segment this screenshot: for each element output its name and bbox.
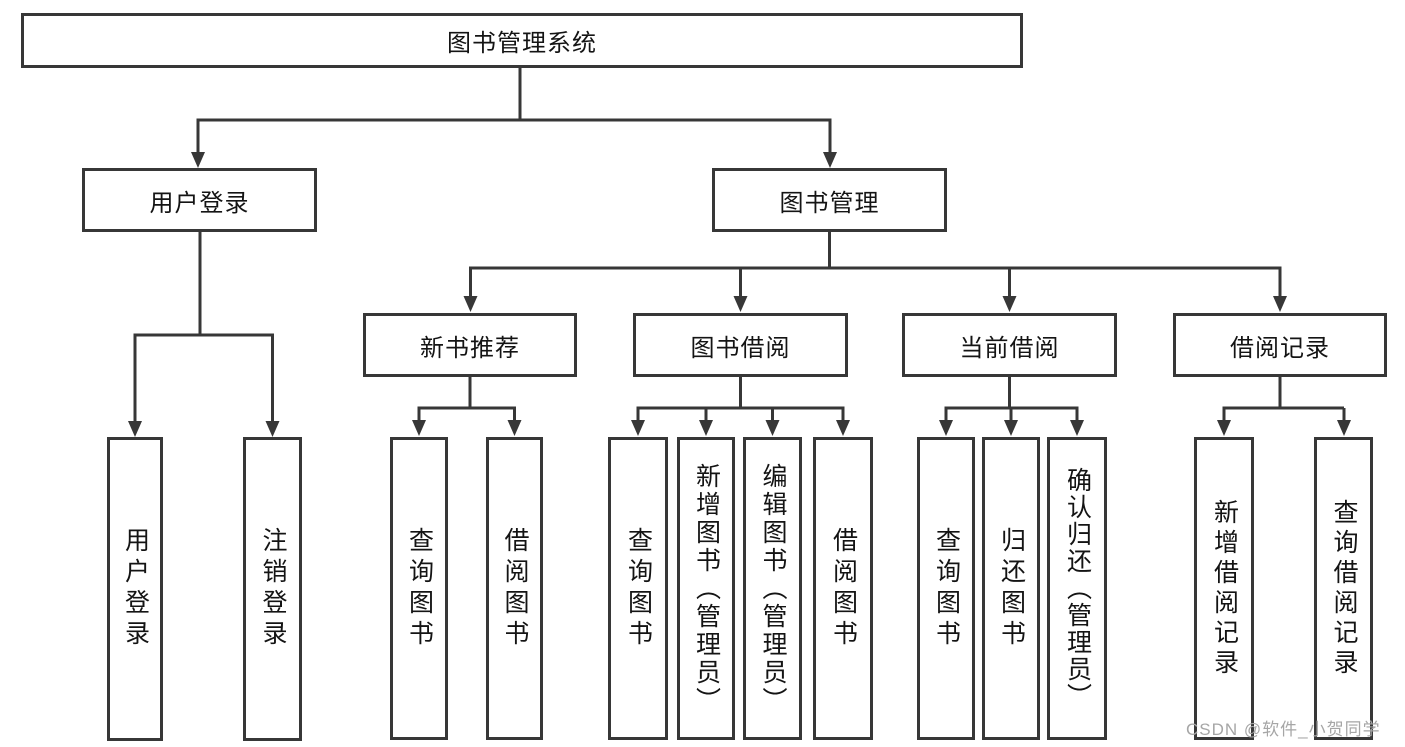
- leaf-query-borrow-record-label: 查询借阅记录: [1330, 498, 1358, 679]
- leaf-query-books-c: 查询图书: [917, 437, 975, 740]
- node-user-login: 用户登录: [82, 168, 317, 232]
- node-root-label: 图书管理系统: [447, 30, 597, 57]
- leaf-edit-book-admin: 编辑图书（管理员）: [743, 437, 802, 740]
- node-book-management-label: 图书管理: [779, 189, 880, 217]
- leaf-query-books-a: 查询图书: [390, 437, 448, 740]
- leaf-add-borrow-record: 新增借阅记录: [1194, 437, 1254, 740]
- leaf-query-borrow-record: 查询借阅记录: [1314, 437, 1373, 740]
- leaf-return-books: 归还图书: [982, 437, 1040, 740]
- leaf-borrow-books-a: 借阅图书: [486, 437, 543, 740]
- leaf-confirm-return-admin-label: 确认归还（管理员）: [1063, 467, 1092, 710]
- watermark: CSDN @软件_小贺同学: [1186, 720, 1381, 739]
- leaf-logout-label: 注销登录: [259, 527, 287, 651]
- node-book-borrowing-label: 图书借阅: [690, 334, 791, 362]
- node-new-book-recommendation-label: 新书推荐: [420, 334, 520, 362]
- leaf-borrow-books-b-label: 借阅图书: [829, 526, 858, 651]
- leaf-add-book-admin-label: 新增图书（管理员）: [692, 462, 721, 715]
- leaf-return-books-label: 归还图书: [997, 526, 1026, 651]
- leaf-user-login-label: 用户登录: [121, 527, 150, 651]
- node-book-borrowing: 图书借阅: [633, 313, 848, 377]
- node-current-borrowing-label: 当前借阅: [959, 334, 1060, 362]
- leaf-add-borrow-record-label: 新增借阅记录: [1210, 498, 1239, 679]
- node-new-book-recommendation: 新书推荐: [363, 313, 577, 377]
- leaf-query-books-b: 查询图书: [608, 437, 668, 740]
- node-root: 图书管理系统: [21, 13, 1023, 68]
- leaf-edit-book-admin-label: 编辑图书（管理员）: [759, 462, 787, 715]
- leaf-query-books-b-label: 查询图书: [624, 526, 653, 651]
- node-borrowing-records-label: 借阅记录: [1230, 334, 1330, 362]
- leaf-borrow-books-b: 借阅图书: [813, 437, 873, 740]
- leaf-borrow-books-a-label: 借阅图书: [501, 526, 529, 651]
- leaf-user-login: 用户登录: [107, 437, 163, 741]
- leaf-query-books-c-label: 查询图书: [932, 526, 961, 651]
- leaf-query-books-a-label: 查询图书: [405, 526, 434, 651]
- node-borrowing-records: 借阅记录: [1173, 313, 1387, 377]
- node-current-borrowing: 当前借阅: [902, 313, 1117, 377]
- arrowheads: [128, 152, 1351, 437]
- leaf-add-book-admin: 新增图书（管理员）: [677, 437, 735, 740]
- node-user-login-label: 用户登录: [149, 189, 250, 217]
- node-book-management: 图书管理: [712, 168, 947, 232]
- leaf-confirm-return-admin: 确认归还（管理员）: [1047, 437, 1107, 740]
- leaf-logout: 注销登录: [243, 437, 302, 741]
